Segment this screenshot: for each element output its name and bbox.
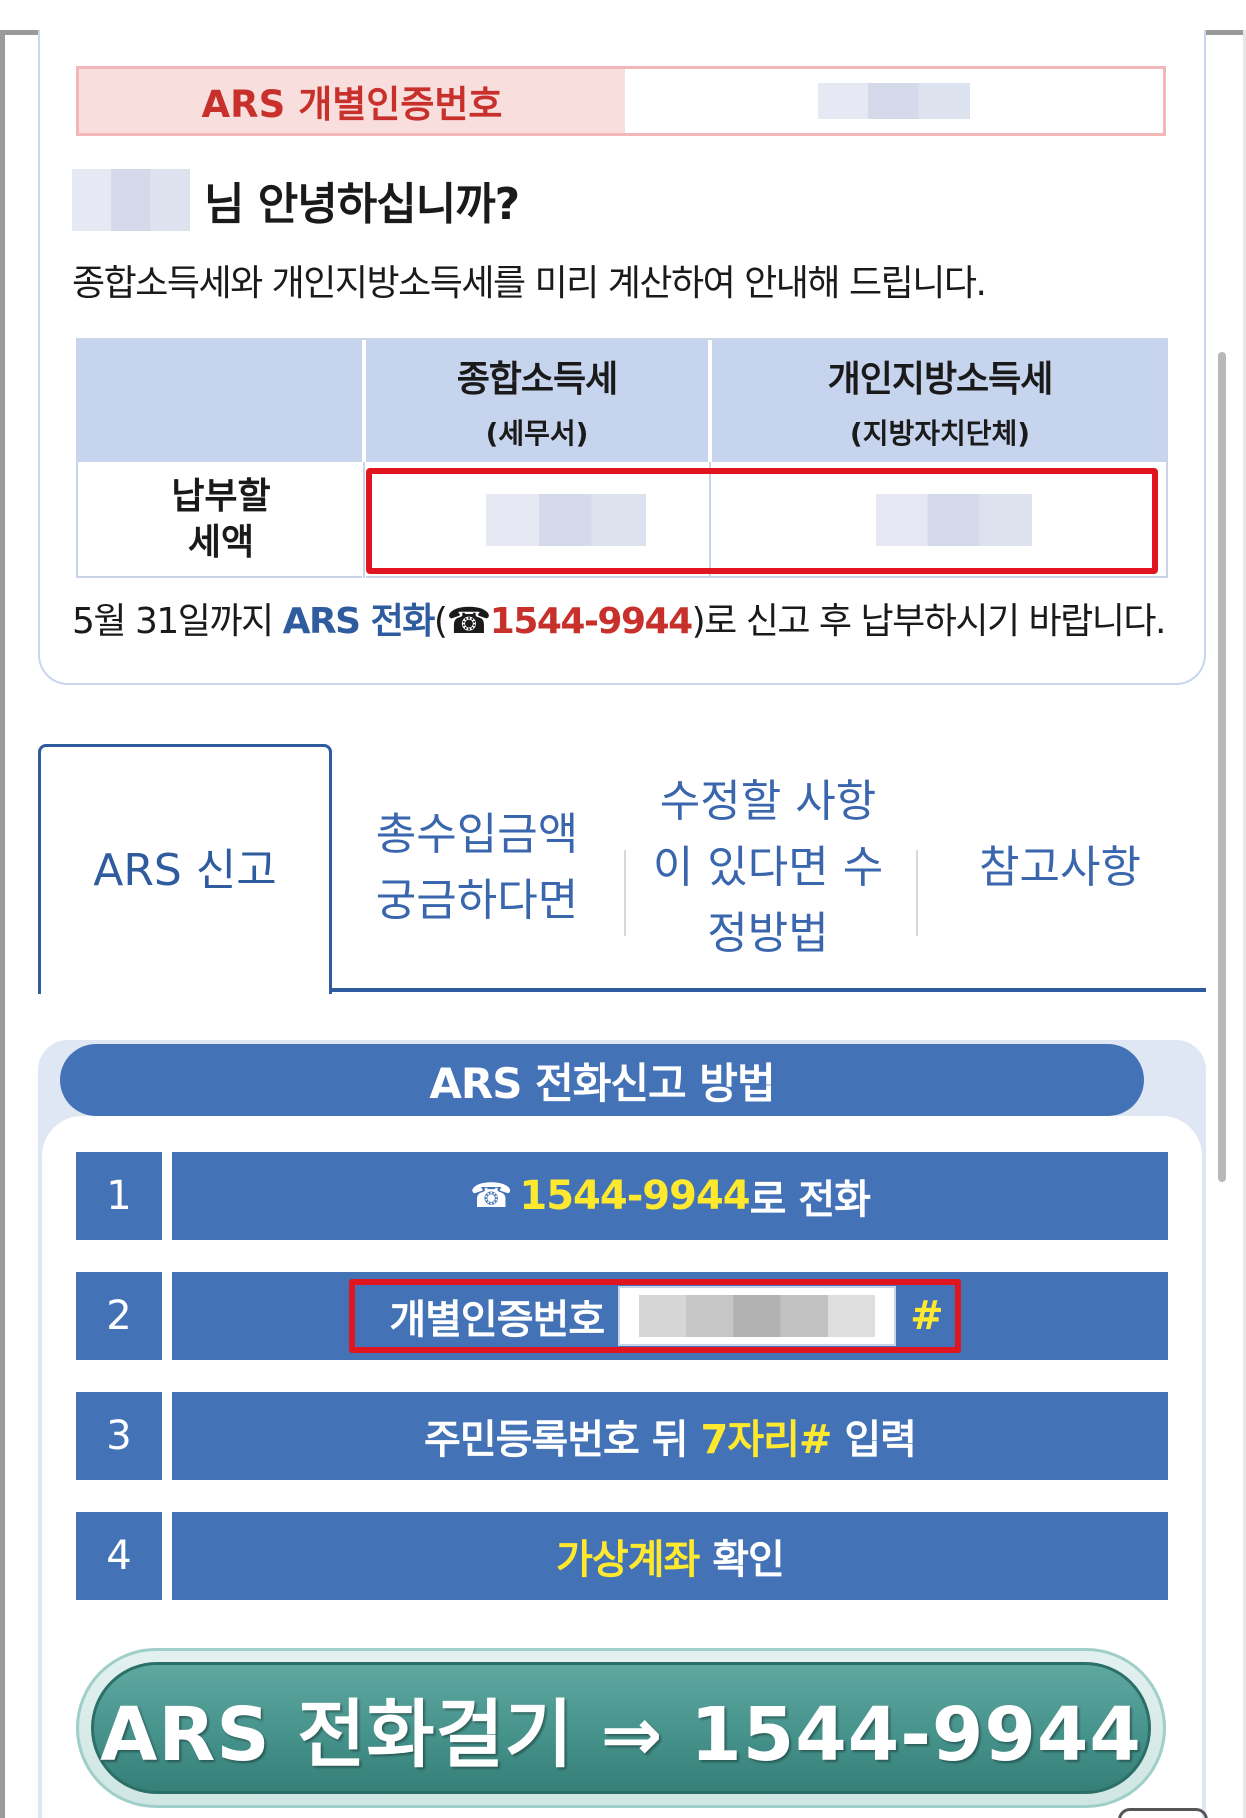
table-divider [709, 462, 711, 578]
step-body: 가상계좌 확인 [172, 1512, 1168, 1600]
tab-total-income[interactable]: 총수입금액 궁금하다면 [360, 744, 594, 992]
col1-title: 종합소득세 [456, 359, 619, 400]
intro-text: 종합소득세와 개인지방소득세를 미리 계산하여 안내해 드립니다. [72, 263, 987, 304]
local-tax-amount-redacted [876, 494, 1032, 546]
tab-label: ARS 신고 [93, 844, 277, 896]
step-number: 3 [76, 1392, 162, 1480]
income-tax-amount-redacted [486, 494, 646, 546]
tab-label: 수정할 사항이 있다면 수정방법 [652, 776, 884, 959]
step-text: 로 전화 [749, 1177, 871, 1223]
tab-ars-report[interactable]: ARS 신고 [38, 744, 332, 994]
greeting-text: 님 안녕하십니까? [204, 179, 520, 230]
user-name-redacted [72, 169, 190, 231]
tax-table-header [78, 340, 1166, 462]
step-text: 개별인증번호 [389, 1297, 605, 1343]
table-divider [363, 462, 365, 578]
vertical-scrollbar[interactable] [1218, 352, 1226, 1182]
step-4: 4 가상계좌 확인 [76, 1512, 1168, 1600]
phone-icon: ☎ [446, 601, 491, 642]
hash-symbol: # [910, 1293, 944, 1339]
tax-table-col2-header: 개인지방소득세 (지방자치단체) [712, 340, 1168, 462]
ars-code-label: ARS 개별인증번호 [79, 69, 625, 133]
tab-label: 참고사항 [979, 842, 1141, 893]
tax-due-label-line2: 세액 [187, 522, 255, 563]
step-phone-number: 1544-9944 [519, 1173, 750, 1219]
ars-code-row: ARS 개별인증번호 [76, 66, 1166, 136]
step-2: 2 개별인증번호 # [76, 1272, 1168, 1360]
deadline-notice: 5월 31일까지 ARS 전화(☎1544-9944)로 신고 후 납부하시기 … [72, 592, 1167, 644]
ars-code-value [625, 69, 1163, 133]
col2-title: 개인지방소득세 [827, 359, 1054, 400]
tab-separator [624, 850, 626, 936]
step-number: 4 [76, 1512, 162, 1600]
tax-due-label: 납부할 세액 [78, 462, 364, 578]
window-left-border [0, 30, 5, 1818]
step-body: 주민등록번호 뒤 7자리# 입력 [172, 1392, 1168, 1480]
phone-icon: ☎ [470, 1176, 512, 1216]
table-divider [362, 340, 366, 578]
notice-open-paren: ( [433, 601, 448, 642]
bottom-corner-element [1118, 1808, 1208, 1818]
col1-sub: (세무서) [485, 417, 589, 450]
tab-correction[interactable]: 수정할 사항이 있다면 수정방법 [644, 744, 892, 992]
ars-call-button[interactable]: ARS 전화걸기 ⇒ 1544-9944 [76, 1648, 1166, 1808]
notice-prefix: 5월 31일까지 [72, 601, 283, 642]
step-text: 주민등록번호 뒤 [424, 1417, 701, 1463]
step-1: 1 ☎ 1544-9944 로 전화 [76, 1152, 1168, 1240]
tab-notes[interactable]: 참고사항 [932, 744, 1188, 992]
ars-call-button-face[interactable]: ARS 전화걸기 ⇒ 1544-9944 [91, 1662, 1151, 1794]
step-number: 2 [76, 1272, 162, 1360]
col2-sub: (지방자치단체) [849, 417, 1031, 450]
tab-bar: ARS 신고 총수입금액 궁금하다면 수정할 사항이 있다면 수정방법 참고사항 [38, 744, 1206, 994]
tax-due-label-line1: 납부할 [171, 476, 271, 517]
step-highlight: 가상계좌 [556, 1537, 700, 1583]
tax-table: 종합소득세 (세무서) 개인지방소득세 (지방자치단체) 납부할 세액 [76, 338, 1168, 578]
step-highlight: 7자리# [700, 1417, 832, 1463]
auth-code-highlight: 개별인증번호 # [349, 1279, 961, 1353]
notice-suffix: )로 신고 후 납부하시기 바랍니다. [691, 601, 1167, 642]
notice-ars-phone: ARS 전화 [282, 601, 436, 642]
auth-code-redacted [639, 1295, 876, 1337]
step-body: ☎ 1544-9944 로 전화 [172, 1152, 1168, 1240]
step-body: 개별인증번호 # [172, 1272, 1168, 1360]
tab-separator [916, 850, 918, 936]
step-text: 입력 [831, 1417, 917, 1463]
tab-label: 총수입금액 궁금하다면 [375, 809, 579, 926]
table-divider [708, 340, 712, 462]
tax-table-col1-header: 종합소득세 (세무서) [366, 340, 708, 462]
step-text: 확인 [699, 1537, 785, 1583]
greeting: 님 안녕하십니까? [72, 168, 520, 232]
tab-baseline [38, 988, 1206, 992]
notice-phone-number[interactable]: 1544-9944 [489, 601, 693, 642]
ars-code-redacted [818, 83, 970, 119]
ars-call-button-label: ARS 전화걸기 ⇒ 1544-9944 [100, 1691, 1142, 1778]
step-3: 3 주민등록번호 뒤 7자리# 입력 [76, 1392, 1168, 1480]
tax-amount-highlight [366, 468, 1158, 574]
step-number: 1 [76, 1152, 162, 1240]
auth-code-field [618, 1286, 897, 1346]
method-title: ARS 전화신고 방법 [60, 1044, 1144, 1116]
window-right-border [1243, 30, 1246, 1818]
